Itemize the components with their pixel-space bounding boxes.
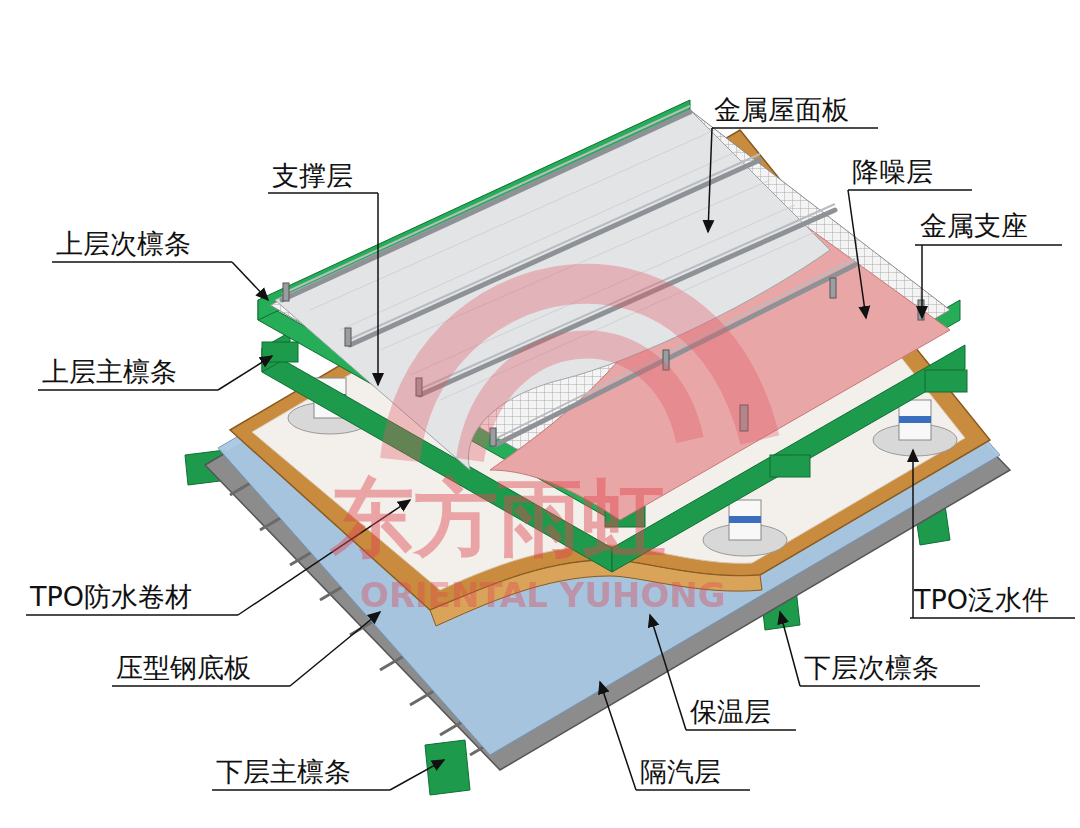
part-label: 保温层 bbox=[690, 696, 771, 728]
part-label: 上层主檩条 bbox=[42, 356, 177, 388]
part-label: 金属支座 bbox=[920, 210, 1028, 242]
part-label: 上层次檩条 bbox=[56, 228, 191, 260]
part-label: 降噪层 bbox=[852, 156, 933, 188]
part-label: 下层主檩条 bbox=[216, 756, 351, 788]
part-label: 金属屋面板 bbox=[714, 94, 849, 126]
part-label: 压型钢底板 bbox=[116, 652, 251, 684]
watermark: ORIENTAL YUHONG bbox=[360, 575, 726, 615]
part-label: TPO泛水件 bbox=[914, 584, 1049, 616]
part-label: 隔汽层 bbox=[640, 756, 721, 788]
part-label: 下层次檩条 bbox=[804, 652, 939, 684]
part-label: TPO防水卷材 bbox=[30, 581, 192, 613]
watermark: 东方雨虹 bbox=[330, 470, 666, 566]
part-label: 支撑层 bbox=[272, 160, 353, 192]
